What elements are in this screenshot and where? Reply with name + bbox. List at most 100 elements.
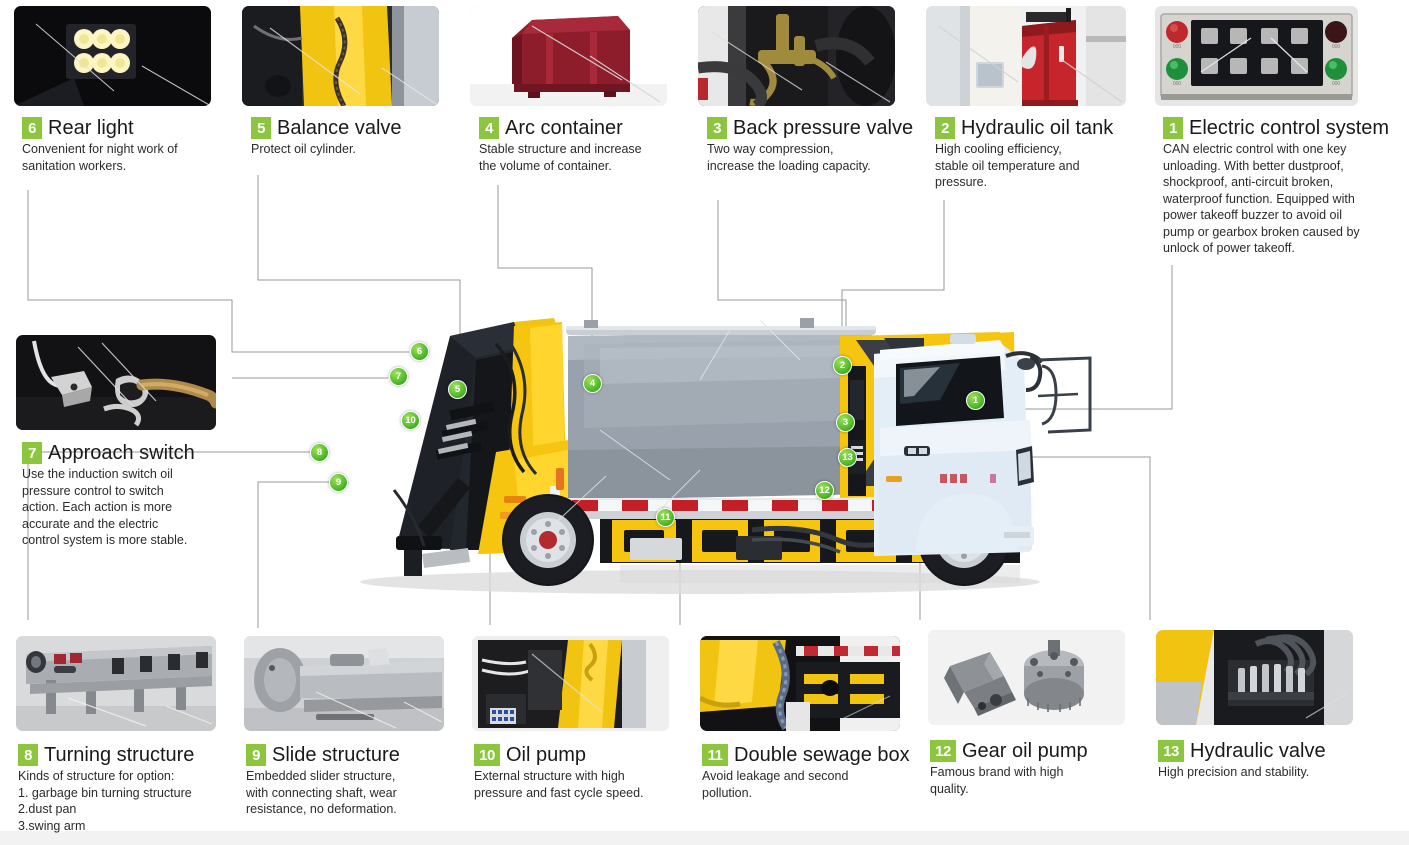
callout-6-title: Rear light (48, 117, 134, 139)
photo-double-sewage-box (700, 636, 900, 731)
gear-oil-pump-image (928, 630, 1125, 725)
callout-3-head: 3 Back pressure valve (707, 117, 922, 139)
callout-6: 6 Rear light Convenient for night work o… (22, 117, 237, 174)
callout-3: 3 Back pressure valve Two way compressio… (707, 117, 922, 174)
callout-1-title: Electric control system (1189, 117, 1390, 139)
callout-7-title: Approach switch (48, 442, 195, 464)
svg-text:000: 000 (1173, 44, 1182, 50)
callout-12-desc: Famous brand with high quality. (930, 765, 1064, 796)
callout-10-head: 10 Oil pump (474, 744, 689, 766)
badge-12: 12 (930, 740, 956, 762)
callout-2: 2 Hydraulic oil tank High cooling effici… (935, 117, 1145, 191)
marker-9[interactable]: 9 (329, 473, 348, 492)
callout-9-desc: Embedded slider structure, with connecti… (246, 769, 397, 816)
callout-11-title: Double sewage box (734, 744, 910, 766)
approach-switch-image (16, 335, 216, 430)
callout-2-head: 2 Hydraulic oil tank (935, 117, 1145, 139)
callout-13-head: 13 Hydraulic valve (1158, 740, 1373, 762)
callout-4-head: 4 Arc container (479, 117, 689, 139)
callout-11: 11 Double sewage box Avoid leakage and s… (702, 744, 917, 801)
marker-2[interactable]: 2 (833, 356, 852, 375)
turning-structure-image (16, 636, 216, 731)
callout-9: 9 Slide structure Embedded slider struct… (246, 744, 446, 818)
callout-3-desc: Two way compression, increase the loadin… (707, 142, 871, 173)
marker-5[interactable]: 5 (448, 380, 467, 399)
marker-10[interactable]: 10 (401, 411, 420, 430)
callout-8-head: 8 Turning structure (18, 744, 238, 766)
photo-gear-oil-pump (928, 630, 1125, 725)
badge-3: 3 (707, 117, 727, 139)
hydraulic-valve-image (1156, 630, 1353, 725)
marker-7[interactable]: 7 (389, 367, 408, 386)
callout-11-head: 11 Double sewage box (702, 744, 917, 766)
callout-6-desc: Convenient for night work of sanitation … (22, 142, 178, 173)
callout-5-title: Balance valve (277, 117, 402, 139)
callout-10-title: Oil pump (506, 744, 587, 766)
photo-balance-valve (242, 6, 439, 106)
callout-13-title: Hydraulic valve (1190, 740, 1326, 762)
callout-8-desc: Kinds of structure for option: 1. garbag… (18, 769, 192, 833)
badge-13: 13 (1158, 740, 1184, 762)
callout-11-desc: Avoid leakage and second pollution. (702, 769, 849, 800)
marker-1[interactable]: 1 (966, 391, 985, 410)
marker-6[interactable]: 6 (410, 342, 429, 361)
marker-3[interactable]: 3 (836, 413, 855, 432)
callout-2-desc: High cooling efficiency, stable oil temp… (935, 142, 1080, 189)
callout-5-desc: Protect oil cylinder. (251, 142, 356, 156)
callout-3-title: Back pressure valve (733, 117, 914, 139)
photo-turning-structure (16, 636, 216, 731)
callout-9-head: 9 Slide structure (246, 744, 446, 766)
badge-4: 4 (479, 117, 499, 139)
bottom-strip (0, 831, 1409, 845)
double-sewage-box-image (700, 636, 900, 731)
callout-12-title: Gear oil pump (962, 740, 1088, 762)
callout-8-title: Turning structure (44, 744, 195, 766)
badge-2: 2 (935, 117, 955, 139)
marker-13[interactable]: 13 (838, 448, 857, 467)
callout-9-title: Slide structure (272, 744, 400, 766)
marker-11[interactable]: 11 (656, 508, 675, 527)
badge-10: 10 (474, 744, 500, 766)
callout-8: 8 Turning structure Kinds of structure f… (18, 744, 238, 834)
slide-structure-image (244, 636, 444, 731)
photo-oil-pump (472, 636, 669, 731)
callout-4-desc: Stable structure and increase the volume… (479, 142, 642, 173)
callout-2-title: Hydraulic oil tank (961, 117, 1114, 139)
callout-7: 7 Approach switch Use the induction swit… (22, 442, 222, 549)
photo-hydraulic-valve (1156, 630, 1353, 725)
callout-6-head: 6 Rear light (22, 117, 237, 139)
marker-8[interactable]: 8 (310, 443, 329, 462)
hydraulic-oil-tank-image (926, 6, 1126, 106)
callout-13-desc: High precision and stability. (1158, 765, 1310, 779)
photo-slide-structure (244, 636, 444, 731)
badge-7: 7 (22, 442, 42, 464)
svg-text:000: 000 (1332, 81, 1341, 87)
svg-text:000: 000 (1332, 44, 1341, 50)
photo-back-pressure-valve (698, 6, 895, 106)
callout-13: 13 Hydraulic valve High precision and st… (1158, 740, 1373, 781)
badge-8: 8 (18, 744, 38, 766)
badge-9: 9 (246, 744, 266, 766)
callout-10-desc: External structure with high pressure an… (474, 769, 644, 800)
callout-4-title: Arc container (505, 117, 623, 139)
callout-1: 1 Electric control system CAN electric c… (1163, 117, 1401, 257)
photo-arc-container (470, 6, 667, 106)
callout-12: 12 Gear oil pump Famous brand with high … (930, 740, 1130, 797)
callout-4: 4 Arc container Stable structure and inc… (479, 117, 689, 174)
callout-7-desc: Use the induction switch oil pressure co… (22, 467, 188, 547)
marker-12[interactable]: 12 (815, 481, 834, 500)
callout-12-head: 12 Gear oil pump (930, 740, 1130, 762)
badge-11: 11 (702, 744, 728, 766)
oil-pump-image (472, 636, 669, 731)
badge-6: 6 (22, 117, 42, 139)
badge-1: 1 (1163, 117, 1183, 139)
callout-1-desc: CAN electric control with one key unload… (1163, 142, 1360, 255)
balance-valve-image (242, 6, 439, 106)
photo-rear-light (14, 6, 211, 106)
back-pressure-valve-image (698, 6, 895, 106)
marker-4[interactable]: 4 (583, 374, 602, 393)
rear-light-image (14, 6, 211, 106)
